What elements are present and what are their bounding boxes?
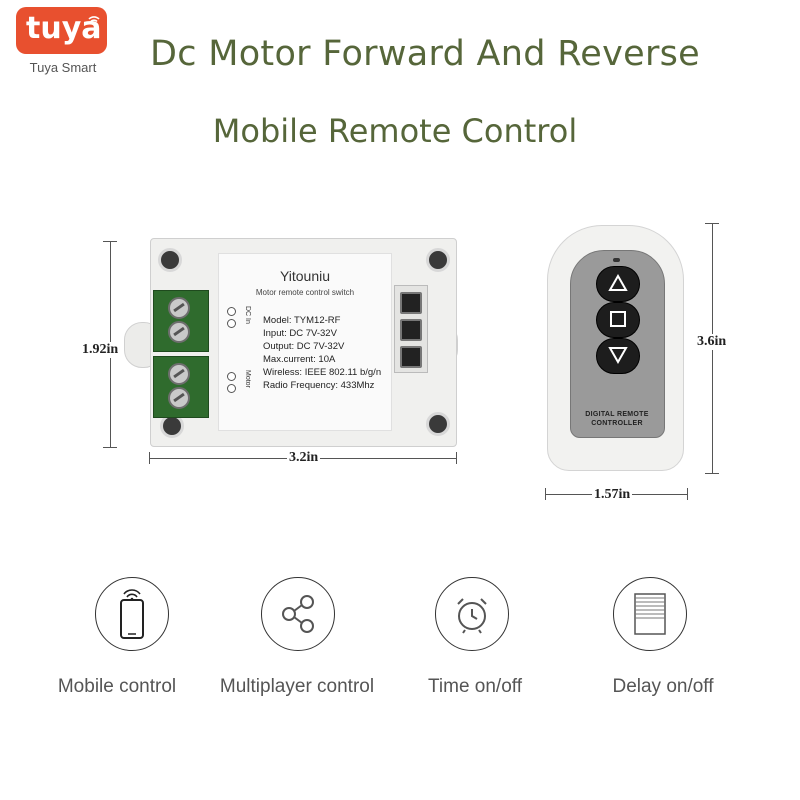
dim-tick bbox=[705, 473, 719, 474]
dim-tick bbox=[103, 447, 117, 448]
feature-mobile-control bbox=[95, 577, 169, 651]
button-strip bbox=[394, 285, 428, 373]
product-label: Yitouniu Motor remote control switch Mod… bbox=[218, 253, 392, 431]
board-button bbox=[400, 292, 422, 314]
terminal-screw bbox=[168, 363, 190, 385]
controller-width-label: 3.2in bbox=[287, 450, 321, 466]
terminal-pin bbox=[227, 372, 236, 381]
feature-label-delay-on-off: Delay on/off bbox=[612, 676, 714, 697]
feature-delay-on-off bbox=[613, 577, 687, 651]
feature-label-multiplayer-control: Multiplayer control bbox=[219, 676, 375, 697]
dim-tick bbox=[687, 488, 688, 500]
dim-tick bbox=[705, 223, 719, 224]
terminal-screw bbox=[168, 297, 190, 319]
alarm-clock-icon bbox=[457, 598, 487, 634]
wifi-icon bbox=[88, 16, 100, 23]
spec-wireless: Wireless: IEEE 802.11 b/g/n bbox=[263, 367, 382, 378]
terminal-screw bbox=[168, 387, 190, 409]
shutter-icon bbox=[634, 593, 666, 635]
controller-height-label: 1.92in bbox=[80, 342, 121, 358]
dim-tick bbox=[456, 452, 457, 464]
terminal-block-motor bbox=[153, 356, 209, 418]
page-title: Dc Motor Forward And Reverse bbox=[149, 34, 700, 74]
board-button bbox=[400, 346, 422, 368]
dim-tick bbox=[545, 488, 546, 500]
screw-hole bbox=[158, 248, 182, 272]
terminal-pin bbox=[227, 384, 236, 393]
stop-icon bbox=[610, 311, 626, 327]
dim-tick bbox=[103, 241, 117, 242]
tuya-logo: tuya bbox=[16, 7, 107, 54]
terminal-block-dc-in bbox=[153, 290, 209, 352]
motor-label: Motor bbox=[244, 370, 251, 388]
page-subtitle: Mobile Remote Control bbox=[212, 112, 578, 150]
screw-hole bbox=[160, 414, 184, 438]
screw-hole bbox=[426, 248, 450, 272]
product-description: Motor remote control switch bbox=[255, 288, 355, 297]
feature-label-mobile-control: Mobile control bbox=[57, 676, 177, 697]
remote-stop-button[interactable] bbox=[596, 302, 640, 338]
terminal-pin bbox=[227, 307, 236, 316]
spec-output: Output: DC 7V-32V bbox=[263, 341, 345, 352]
share-icon bbox=[282, 595, 314, 633]
feature-time-on-off bbox=[435, 577, 509, 651]
down-icon bbox=[608, 347, 628, 364]
logo-text: tuya bbox=[26, 11, 102, 46]
board-button bbox=[400, 319, 422, 341]
terminal-pin bbox=[227, 319, 236, 328]
remote-down-button[interactable] bbox=[596, 338, 640, 374]
spec-frequency: Radio Frequency: 433Mhz bbox=[263, 380, 375, 391]
product-brand: Yitouniu bbox=[279, 268, 331, 284]
dc-in-label: DC In bbox=[244, 306, 251, 324]
spec-input: Input: DC 7V-32V bbox=[263, 328, 337, 339]
remote-height-label: 3.6in bbox=[695, 334, 729, 350]
feature-label-time-on-off: Time on/off bbox=[428, 676, 522, 697]
feature-multiplayer-control bbox=[261, 577, 335, 651]
screw-hole bbox=[426, 412, 450, 436]
spec-model: Model: TYM12-RF bbox=[263, 315, 341, 326]
remote-caption-line1: DIGITAL REMOTE bbox=[585, 411, 649, 418]
remote-width-label: 1.57in bbox=[592, 487, 633, 503]
remote-caption-line2: CONTROLLER bbox=[591, 420, 643, 427]
dim-tick bbox=[149, 452, 150, 464]
remote-up-button[interactable] bbox=[596, 266, 640, 302]
logo-caption: Tuya Smart bbox=[29, 60, 97, 75]
spec-current: Max.current: 10A bbox=[263, 354, 336, 365]
remote-led bbox=[613, 258, 620, 262]
terminal-screw bbox=[168, 321, 190, 343]
mobile-phone-icon bbox=[120, 589, 144, 639]
up-icon bbox=[608, 274, 628, 291]
remote-caption: DIGITAL REMOTE CONTROLLER bbox=[572, 410, 662, 428]
